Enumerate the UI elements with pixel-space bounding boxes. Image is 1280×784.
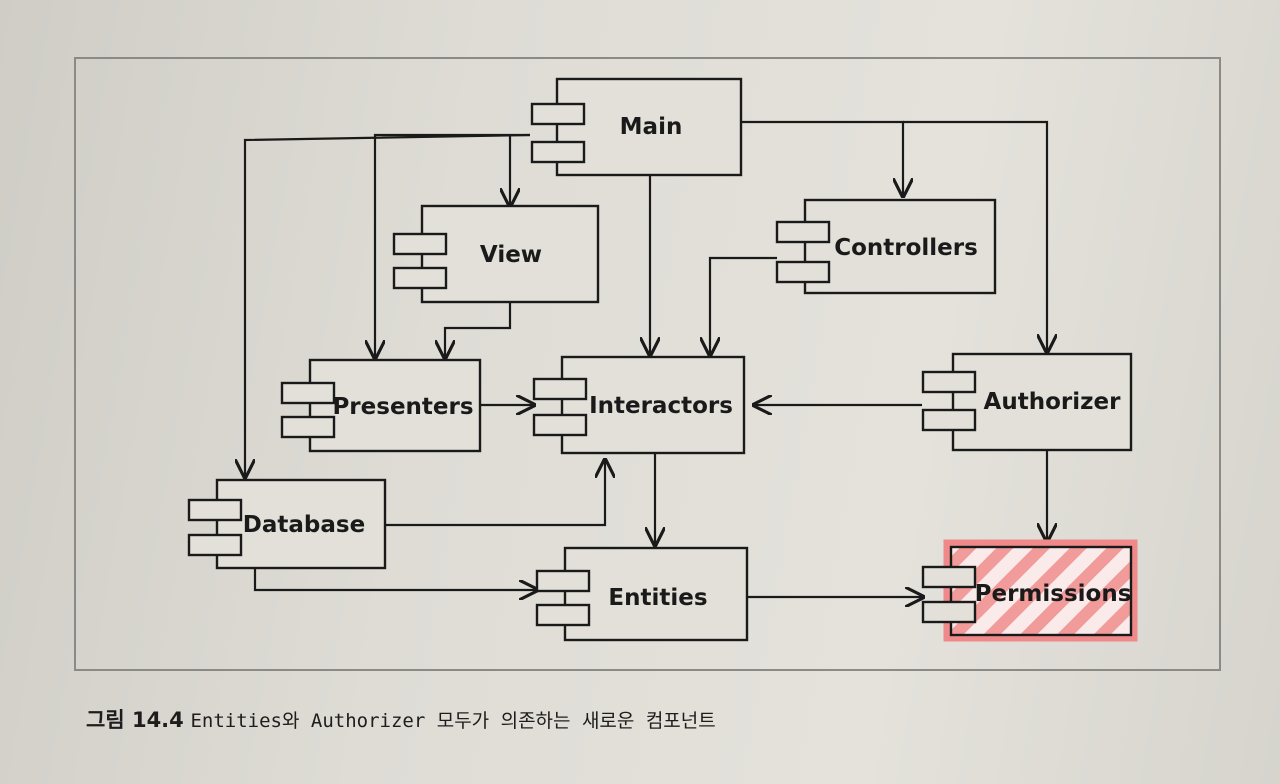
permissions-highlight [943, 539, 1138, 642]
component-label-authorizer: Authorizer [984, 389, 1122, 415]
figure-caption: 그림 14.4 Entities와 Authorizer 모두가 의존하는 새로… [86, 704, 716, 734]
component-database: Database [187, 478, 387, 570]
arrow-main-controllers [742, 120, 903, 196]
component-label-entities: Entities [608, 585, 707, 611]
component-main: Main [530, 77, 743, 177]
component-controllers: Controllers [775, 198, 997, 295]
component-interactors: Interactors [532, 355, 746, 455]
component-permissions: Permissions [921, 539, 1138, 642]
component-label-controllers: Controllers [834, 235, 978, 261]
component-view: View [392, 204, 600, 304]
component-label-permissions: Permissions [975, 581, 1132, 607]
arrow-controllers-interactors [710, 256, 777, 355]
component-entities: Entities [535, 546, 749, 642]
component-label-database: Database [243, 512, 365, 538]
component-label-interactors: Interactors [589, 393, 733, 419]
component-authorizer: Authorizer [921, 352, 1133, 452]
diagram-frame [74, 57, 1221, 671]
component-label-main: Main [620, 114, 683, 140]
figure-number: 그림 14.4 [86, 708, 184, 732]
component-label-view: View [480, 242, 542, 268]
arrow-main-database [245, 133, 531, 477]
caption-text: Entities와 Authorizer 모두가 의존하는 새로운 컴포넌트 [190, 710, 716, 732]
arrow-view-presenters [445, 302, 512, 358]
arrow-database-entities [253, 568, 537, 590]
component-label-presenters: Presenters [332, 394, 473, 420]
arrow-database-interactors [385, 460, 605, 527]
arrow-main-authorizer [903, 120, 1047, 352]
component-presenters: Presenters [280, 358, 482, 453]
